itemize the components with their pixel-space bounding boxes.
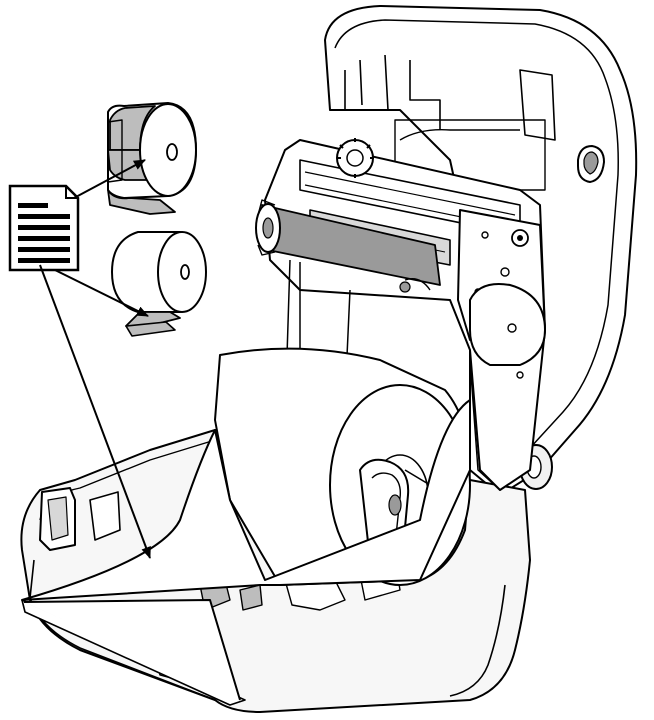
label-roll-core-icon: [166, 143, 178, 161]
printer: [20, 5, 638, 713]
platen-roller: [255, 199, 441, 286]
arrow-to-media-sheet: [39, 264, 151, 559]
print-mechanism: [255, 138, 546, 491]
receipt-roll-core-icon: [180, 264, 190, 280]
label-roll: [107, 102, 197, 215]
receipt-roll: [111, 231, 207, 337]
media-sheet: [21, 399, 471, 601]
arrow-to-receipt-roll: [54, 269, 149, 317]
arrows: [39, 159, 151, 559]
arrow-to-label-roll: [73, 159, 146, 199]
document-icon: [8, 184, 80, 272]
